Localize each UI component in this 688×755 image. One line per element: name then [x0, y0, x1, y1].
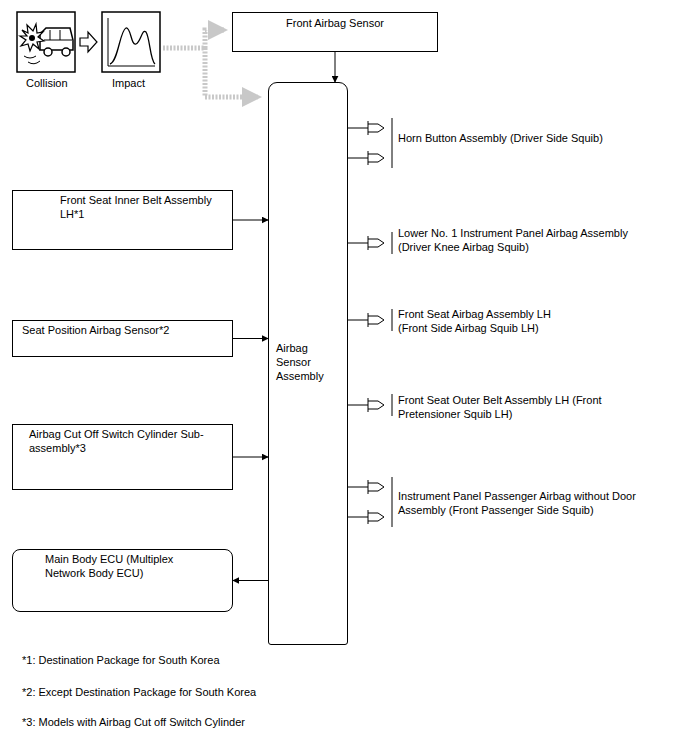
impact-icon	[102, 12, 160, 72]
signal-arrow	[233, 580, 268, 581]
signal-arrow	[233, 457, 268, 458]
node-text: Airbag Cut Off Switch Cylinder Sub-assem…	[29, 427, 207, 455]
squib-label: Front Seat Airbag Assembly LH (Front Sid…	[398, 307, 583, 335]
squib-label: Front Seat Outer Belt Assembly LH (Front…	[398, 393, 603, 421]
node-text: Main Body ECU (Multiplex Network Body EC…	[45, 552, 195, 580]
node-text: Airbag Sensor Assembly	[276, 341, 338, 383]
squib-label: Lower No. 1 Instrument Panel Airbag Asse…	[398, 226, 660, 254]
signal-arrow	[335, 52, 336, 82]
node-text: Front Seat Inner Belt Assembly LH*1	[60, 193, 220, 221]
icon-caption: Collision	[26, 76, 76, 90]
node-text: Seat Position Airbag Sensor*2	[22, 323, 222, 337]
input-box: Front Seat Inner Belt Assembly LH*1	[12, 190, 233, 250]
icon-caption: Impact	[112, 76, 162, 90]
output-ecu-box: Main Body ECU (Multiplex Network Body EC…	[12, 549, 233, 612]
signal-arrow	[233, 220, 268, 221]
footnote: *3: Models with Airbag Cut off Switch Cy…	[22, 715, 422, 729]
squib-label: Instrument Panel Passenger Airbag withou…	[398, 489, 673, 517]
signal-arrow	[233, 338, 268, 339]
collision-icon	[17, 12, 75, 72]
squib-label: Horn Button Assembly (Driver Side Squib)	[398, 131, 683, 145]
footnote: *2: Except Destination Package for South…	[22, 685, 422, 699]
input-box: Seat Position Airbag Sensor*2	[12, 320, 233, 357]
control-unit-box: Airbag Sensor Assembly	[268, 82, 348, 645]
squib-symbol	[348, 118, 392, 527]
input-box: Airbag Cut Off Switch Cylinder Sub-assem…	[12, 424, 233, 490]
node-text: Front Airbag Sensor	[235, 16, 435, 30]
flow-arrow	[80, 32, 97, 52]
footnote: *1: Destination Package for South Korea	[22, 653, 422, 667]
sensor-box: Front Airbag Sensor	[232, 12, 438, 52]
